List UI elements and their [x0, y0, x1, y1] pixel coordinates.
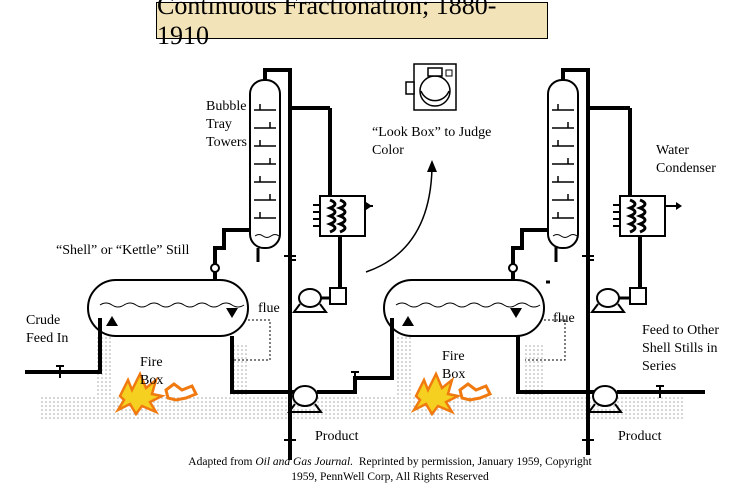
- look-box: [405, 63, 457, 111]
- crude-feed-line: [25, 318, 102, 374]
- feed-other-label: Feed to Other Shell Stills in Series: [642, 323, 719, 374]
- fire-right: [410, 371, 493, 417]
- vapor-line-left: [263, 68, 330, 110]
- look-box-arrow: [365, 167, 433, 273]
- flue-label-left: flue: [258, 301, 280, 316]
- flue-label-right: flue: [553, 311, 575, 326]
- fire-box-label-right: Fire Box: [442, 349, 466, 382]
- shell-still-label: “Shell” or “Kettle” Still: [56, 243, 190, 258]
- reflux-pump-right: [590, 288, 630, 313]
- product-label-right: Product: [618, 429, 662, 444]
- water-condenser-right: [613, 195, 682, 237]
- bubble-tray-tower-left: [249, 79, 281, 249]
- look-box-label: “Look Box” to Judge Color: [372, 125, 492, 158]
- credit-note: Adapted from Oil and Gas Journal. Reprin…: [188, 456, 592, 483]
- fire-box-label-left: Fire Box: [140, 355, 164, 388]
- shell-still-left: [87, 279, 249, 337]
- reflux-pump-left: [292, 288, 330, 313]
- transfer-pump-right: [587, 385, 623, 413]
- water-condenser-label: Water Condenser: [656, 143, 716, 176]
- page-title: Continuous Fractionation; 1880-1910: [156, 0, 548, 50]
- bubble-tray-towers-label: Bubble Tray Towers: [206, 99, 248, 150]
- shell-still-right: [383, 279, 545, 337]
- crude-feed-label: Crude Feed In: [26, 313, 69, 346]
- bubble-tray-tower-right: [547, 79, 579, 249]
- brick-bed-left: [40, 397, 385, 421]
- fire-left: [114, 371, 199, 417]
- water-condenser-left: [313, 195, 373, 237]
- product-label-left: Product: [315, 429, 359, 444]
- transfer-pump-left: [287, 385, 323, 413]
